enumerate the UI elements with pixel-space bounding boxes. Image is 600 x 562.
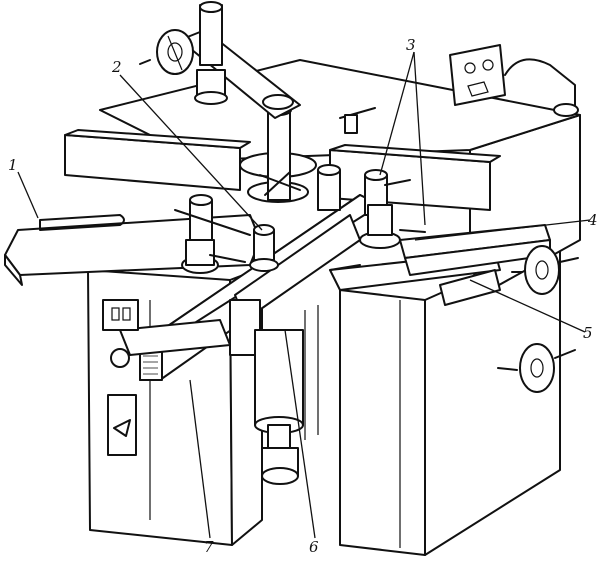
control-box xyxy=(449,44,579,117)
right-pedestal xyxy=(339,239,561,556)
clamp-center xyxy=(249,224,279,272)
label-7: 7 xyxy=(204,538,214,556)
motor-column xyxy=(254,305,319,485)
label-2: 2 xyxy=(111,58,122,76)
switch-panel xyxy=(102,299,139,456)
rear-fence-left xyxy=(64,129,251,191)
table-slot xyxy=(39,214,125,231)
fence-bracket xyxy=(119,299,261,356)
handwheel-top xyxy=(139,29,194,75)
leader-lines xyxy=(17,51,591,539)
label-5: 5 xyxy=(583,324,593,342)
label-4: 4 xyxy=(587,211,598,229)
label-3: 3 xyxy=(406,36,416,54)
handwheel-right-upper xyxy=(511,245,579,295)
side-rails xyxy=(399,224,551,306)
top-lever xyxy=(339,107,376,134)
clamp-right xyxy=(317,164,426,271)
overhead-arm xyxy=(179,1,301,119)
label-6: 6 xyxy=(309,538,319,556)
label-1: 1 xyxy=(8,156,18,174)
clamp-left xyxy=(174,194,251,274)
callout-labels: 1 2 3 4 5 6 7 xyxy=(8,36,598,556)
handwheel-right-lower xyxy=(497,343,576,393)
